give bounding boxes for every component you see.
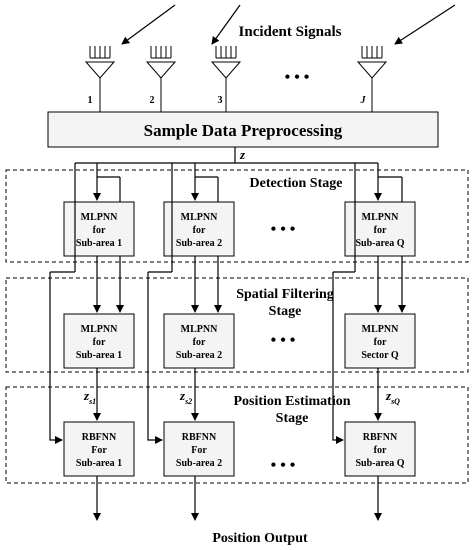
- estimation-ellipsis: • • •: [271, 457, 296, 474]
- svg-text:MLPNN: MLPNN: [181, 324, 218, 335]
- signal-label-2: zs2: [179, 388, 192, 406]
- svg-text:for: for: [374, 445, 387, 456]
- detection-to-filter-arrows: [93, 256, 382, 313]
- signal-label-1: zs1: [83, 388, 96, 406]
- spatial-filtering-label-2: Stage: [269, 304, 302, 319]
- svg-text:Sector Q: Sector Q: [361, 350, 399, 361]
- signal-label-Q: zsQ: [385, 388, 400, 406]
- filter-to-estimation-arrows: [93, 368, 382, 421]
- svg-text:for: for: [374, 225, 387, 236]
- svg-text:MLPNN: MLPNN: [362, 324, 399, 335]
- bypass-lines: [49, 162, 356, 444]
- preprocess-output-z: z: [239, 147, 246, 162]
- svg-text:for: for: [193, 225, 206, 236]
- antenna-label-J: J: [360, 95, 367, 106]
- detection-block-Q: MLPNN for Sub-area Q: [344, 201, 416, 257]
- svg-text:Sub-area 1: Sub-area 1: [76, 238, 122, 249]
- spatial-filtering-label-1: Spatial Filtering: [236, 287, 334, 302]
- svg-text:Sub-area 2: Sub-area 2: [176, 238, 222, 249]
- antenna-J: [356, 46, 388, 112]
- svg-text:Sub-area Q: Sub-area Q: [356, 238, 405, 249]
- svg-text:for: for: [374, 337, 387, 348]
- svg-text:Sub-area 2: Sub-area 2: [176, 458, 222, 469]
- svg-text:For: For: [91, 445, 107, 456]
- incident-signals-title: Incident Signals: [239, 24, 342, 40]
- position-estimation-stage-box: [5, 386, 469, 484]
- svg-text:MLPNN: MLPNN: [181, 212, 218, 223]
- antenna-label-2: 2: [150, 95, 155, 106]
- preprocessing-label: Sample Data Preprocessing: [144, 121, 343, 140]
- spatial-filtering-stage-box: [5, 277, 469, 373]
- estimation-block-Q: RBFNN for Sub-area Q: [344, 421, 416, 477]
- svg-text:For: For: [191, 445, 207, 456]
- svg-text:Sub-area 2: Sub-area 2: [176, 350, 222, 361]
- svg-text:RBFNN: RBFNN: [363, 432, 398, 443]
- estimation-block-1: RBFNN For Sub-area 1: [63, 421, 135, 477]
- detection-ellipsis: • • •: [271, 221, 296, 238]
- filter-block-Q: MLPNN for Sector Q: [344, 313, 416, 369]
- position-estimation-label-2: Stage: [276, 411, 309, 426]
- antenna-3: [210, 46, 242, 112]
- detection-stage-label: Detection Stage: [250, 176, 343, 191]
- svg-text:MLPNN: MLPNN: [81, 212, 118, 223]
- svg-text:for: for: [93, 225, 106, 236]
- estimation-block-2: RBFNN For Sub-area 2: [163, 421, 235, 477]
- svg-text:MLPNN: MLPNN: [81, 324, 118, 335]
- svg-text:RBFNN: RBFNN: [182, 432, 217, 443]
- incident-signal-arrows: [121, 4, 456, 45]
- svg-text:Sub-area 1: Sub-area 1: [76, 458, 122, 469]
- detection-block-1: MLPNN for Sub-area 1: [63, 201, 135, 257]
- antenna-ellipsis: • • •: [285, 69, 310, 86]
- incident-arrow-3: [394, 4, 456, 45]
- filter-block-1: MLPNN for Sub-area 1: [63, 313, 135, 369]
- svg-text:RBFNN: RBFNN: [82, 432, 117, 443]
- detection-block-2: MLPNN for Sub-area 2: [163, 201, 235, 257]
- incident-arrow-1: [121, 4, 176, 45]
- antenna-1: [84, 46, 116, 112]
- filter-block-2: MLPNN for Sub-area 2: [163, 313, 235, 369]
- svg-text:MLPNN: MLPNN: [362, 212, 399, 223]
- preprocessing-block: [47, 111, 439, 148]
- output-arrows: [93, 476, 382, 521]
- incident-arrow-2: [211, 4, 241, 45]
- position-output-label: Position Output: [212, 531, 308, 546]
- svg-text:Sub-area Q: Sub-area Q: [356, 458, 405, 469]
- filter-ellipsis: • • •: [271, 332, 296, 349]
- antenna-2: [145, 46, 177, 112]
- svg-text:Sub-area 1: Sub-area 1: [76, 350, 122, 361]
- detection-stage-box: [5, 169, 469, 263]
- antenna-label-3: 3: [218, 95, 223, 106]
- position-estimation-label-1: Position Estimation: [233, 394, 350, 409]
- svg-text:for: for: [93, 337, 106, 348]
- antenna-label-1: 1: [88, 95, 93, 106]
- svg-text:for: for: [193, 337, 206, 348]
